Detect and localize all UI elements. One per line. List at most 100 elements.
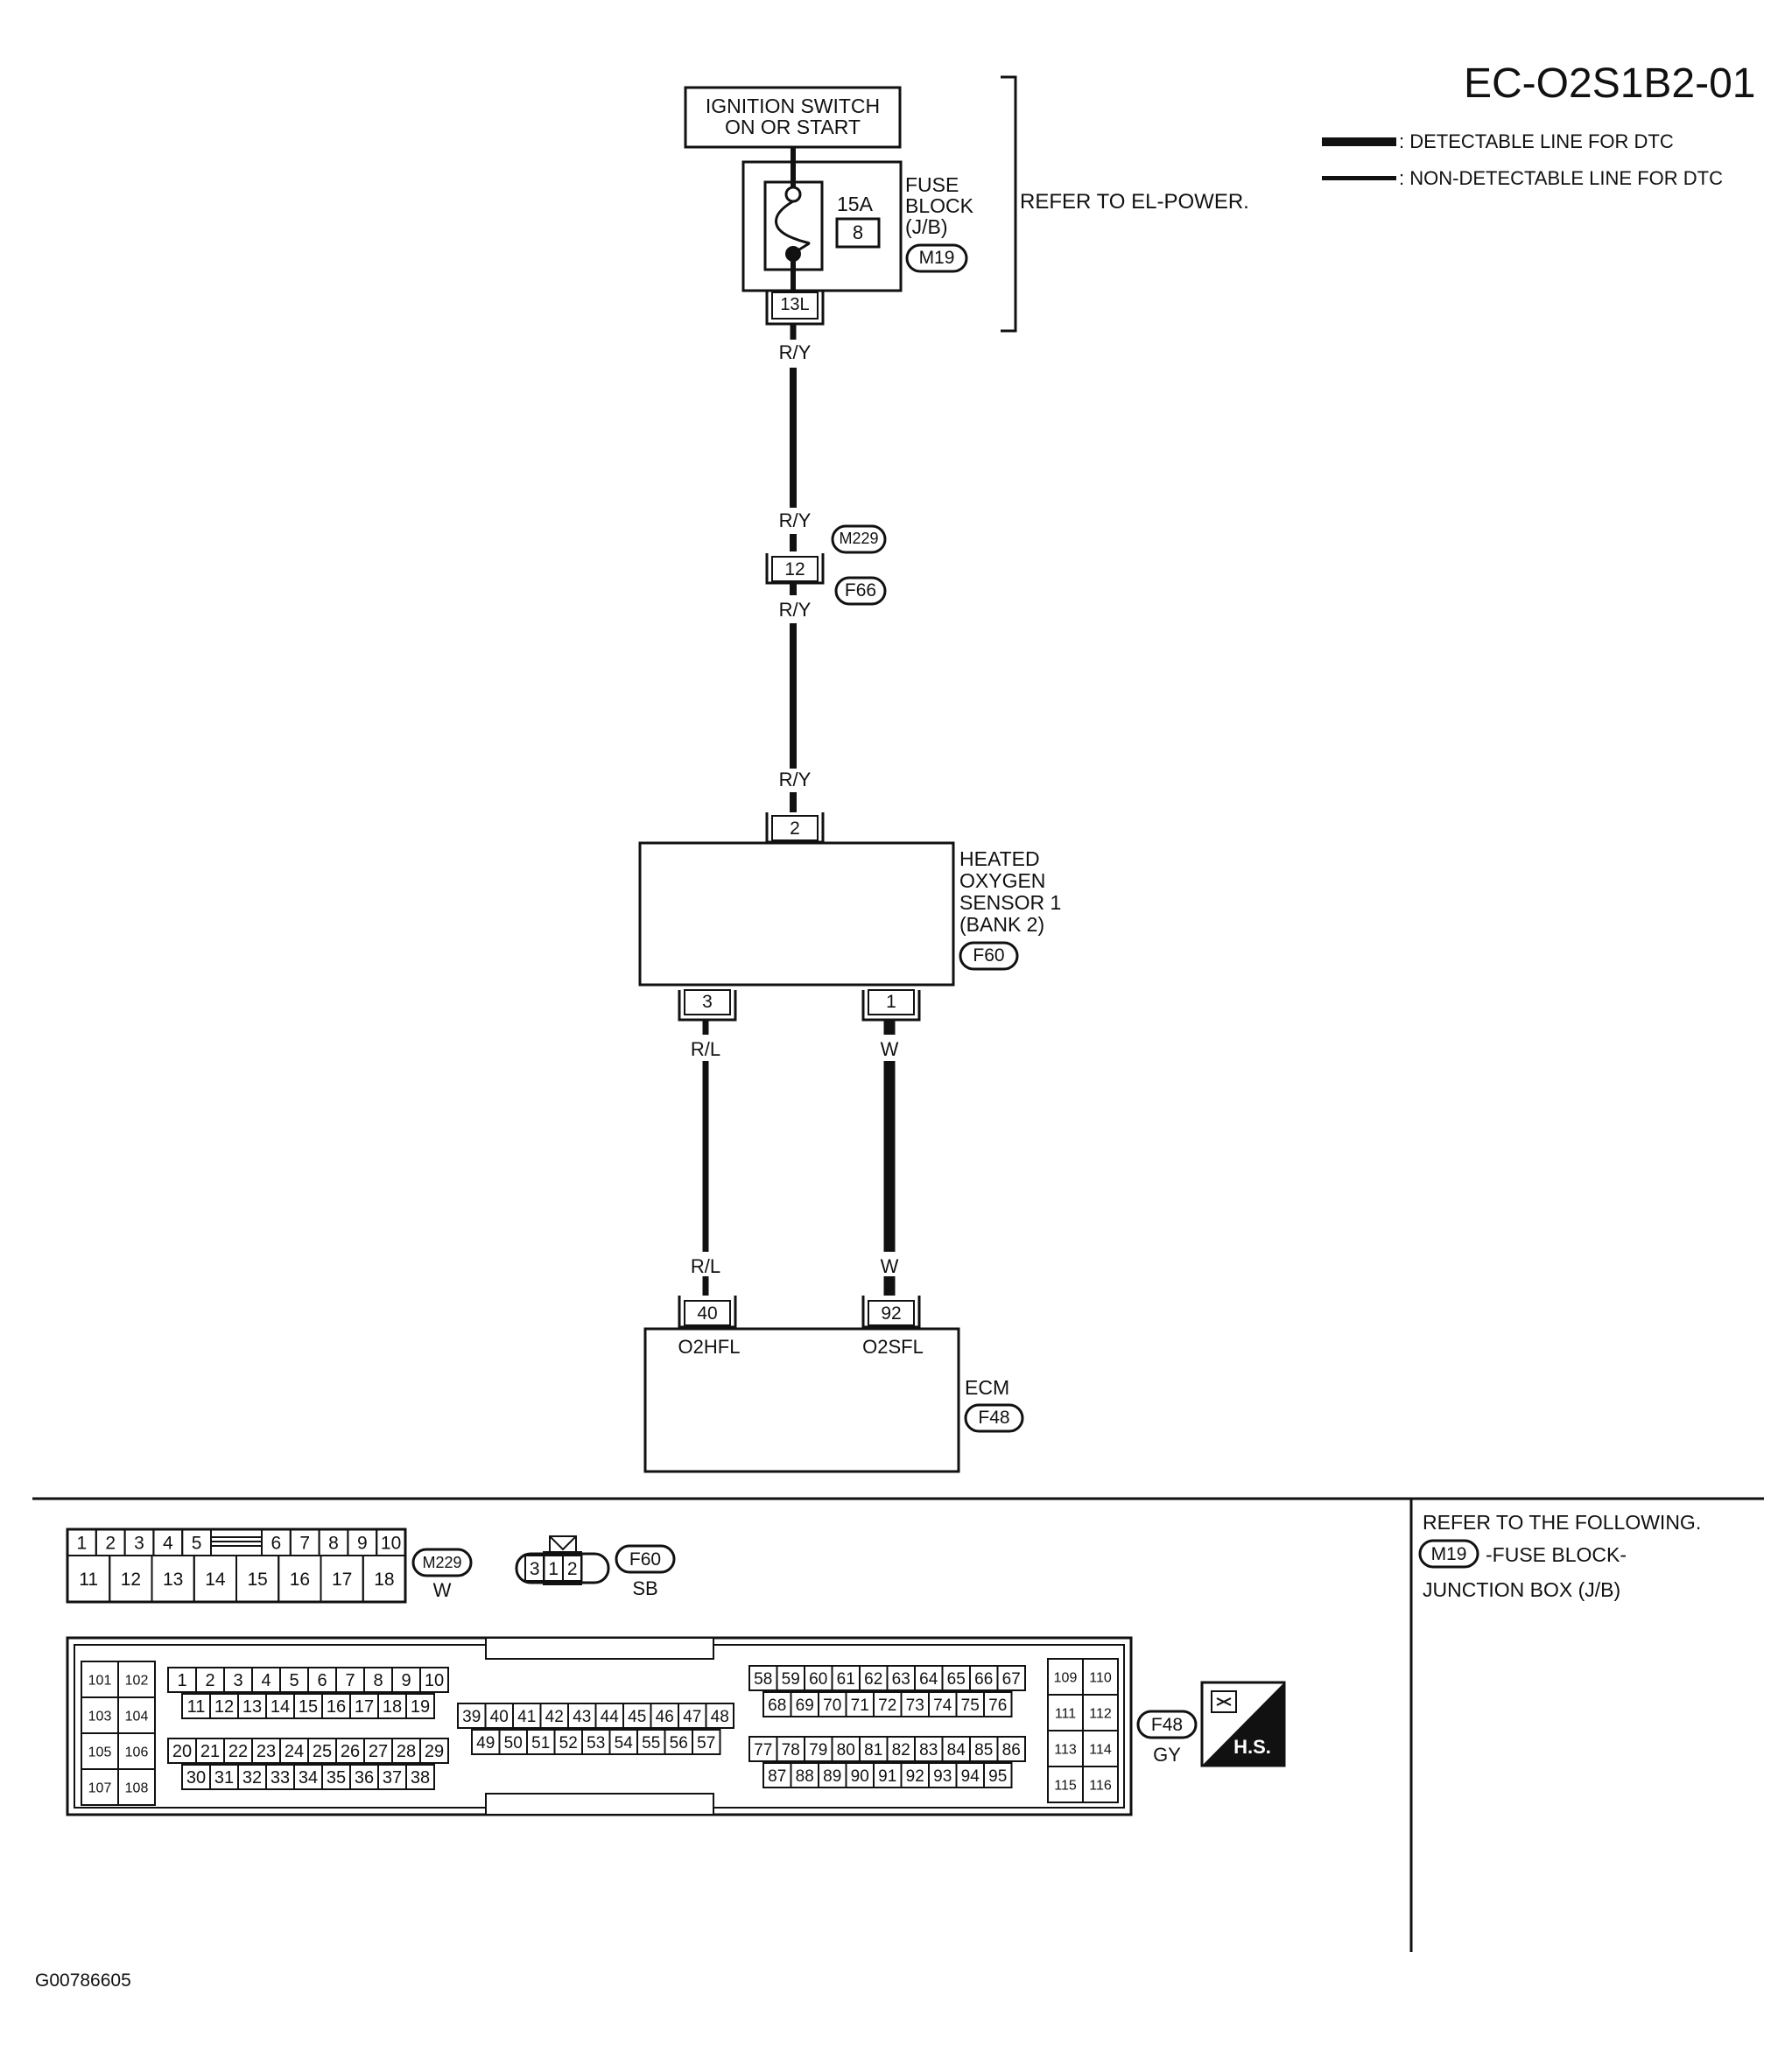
f48-view-id: F48 (1150, 1715, 1184, 1735)
f48-pin-31-label: 31 (214, 1768, 234, 1788)
sensor-label-4: (BANK 2) (959, 913, 1045, 936)
f48-pin-50-label: 50 (504, 1734, 523, 1752)
f48-pin-37-label: 37 (383, 1768, 402, 1788)
f48-pin-91-label: 91 (878, 1767, 896, 1786)
f48-pin-27-label: 27 (369, 1742, 388, 1761)
f48-pin-105-label: 105 (88, 1745, 112, 1760)
m229-pin-7-label: 7 (299, 1534, 310, 1554)
f48-pin-8-label: 8 (373, 1671, 383, 1690)
f48-pin-10-cell (419, 1667, 449, 1693)
fuse-block-connector: M19 (918, 248, 955, 268)
f48-pin-20-label: 20 (172, 1742, 192, 1761)
m229-pin-17-label: 17 (332, 1570, 352, 1590)
legend-non-detectable-label: : NON-DETECTABLE LINE FOR DTC (1399, 167, 1723, 189)
m229-pin-3-label: 3 (134, 1534, 144, 1554)
fuse-rating: 15A (837, 193, 873, 215)
f48-pin-90-label: 90 (851, 1767, 869, 1786)
m229-pin-18-label: 18 (374, 1570, 394, 1590)
f48-pin-75-label: 75 (961, 1696, 980, 1715)
sensor-terminal-2-box (771, 815, 819, 841)
m229-pin-9-label: 9 (357, 1534, 368, 1554)
f48-pin-71-label: 71 (851, 1696, 869, 1715)
f48-pin-45-label: 45 (628, 1708, 646, 1726)
m229-pin-1-label: 1 (77, 1534, 88, 1554)
joint-connector-lower: F66 (844, 580, 877, 601)
f48-pin-106-label: 106 (125, 1745, 149, 1760)
f66-oval (834, 576, 887, 606)
f48-pin-83-label: 83 (919, 1741, 938, 1760)
f48-pin-1-label: 1 (177, 1671, 186, 1690)
f48-pin-61-label: 61 (837, 1670, 855, 1689)
f48-pin-62-label: 62 (864, 1670, 882, 1689)
f48-pin-3-label: 3 (233, 1671, 242, 1690)
m229-pin-10-label: 10 (381, 1534, 401, 1554)
ecm-box (643, 1327, 960, 1473)
f48-pin-7-label: 7 (345, 1671, 355, 1690)
ecm-terminal-92-box (868, 1300, 915, 1326)
f48-pin-33-label: 33 (271, 1768, 290, 1788)
m229-pin-4-label: 4 (163, 1534, 173, 1554)
f48-pin-39-label: 39 (462, 1708, 481, 1726)
terminal-13l-box (771, 291, 819, 320)
ignition-switch-line1: IGNITION SWITCH (705, 95, 881, 117)
f48-pin-108-cell (117, 1768, 156, 1806)
f48-pin-112-label: 112 (1089, 1706, 1112, 1721)
m229-view-id: M229 (422, 1554, 462, 1571)
sensor-terminal-3-box (684, 989, 731, 1015)
f48-pin-95-label: 95 (988, 1767, 1007, 1786)
fuse-block-label-2: BLOCK (905, 194, 973, 217)
m229-pin-5-label: 5 (192, 1534, 202, 1554)
power-bracket (1001, 75, 1017, 333)
ecm-terminal-40: 40 (697, 1303, 718, 1324)
f48-pin-48-cell (705, 1703, 734, 1729)
f48-pin-67-label: 67 (1002, 1670, 1021, 1689)
f48-pin-13-label: 13 (242, 1697, 262, 1717)
m229-pin-18-cell (362, 1555, 406, 1603)
f48-pin-111-label: 111 (1055, 1706, 1076, 1721)
wire-color-ry-1: R/Y (778, 341, 812, 363)
f48-pin-18-label: 18 (383, 1697, 402, 1717)
f48-pin-42-label: 42 (545, 1708, 564, 1726)
f48-pin-77-label: 77 (754, 1741, 772, 1760)
f48-pin-38-cell (405, 1764, 435, 1790)
f48-pin-29-cell (419, 1738, 449, 1764)
f48-pin-12-label: 12 (214, 1697, 234, 1717)
f48-pin-35-label: 35 (327, 1768, 346, 1788)
f48-pin-58-label: 58 (754, 1670, 772, 1689)
hs-badge-text: H.S. (1233, 1736, 1271, 1758)
f48-pin-28-label: 28 (397, 1742, 416, 1761)
f48-pin-57-cell (692, 1729, 721, 1755)
f48-pin-103-label: 103 (88, 1709, 112, 1724)
f48-pin-109-label: 109 (1054, 1670, 1078, 1685)
m229-oval (831, 524, 887, 554)
f48-pin-88-label: 88 (796, 1767, 814, 1786)
f48-pin-65-label: 65 (947, 1670, 966, 1689)
f60-oval (959, 941, 1019, 971)
sensor-label-2: OXYGEN (959, 869, 1046, 892)
f48-pin-23-label: 23 (257, 1742, 276, 1761)
f48-pin-89-label: 89 (823, 1767, 841, 1786)
f48-pin-84-label: 84 (947, 1741, 966, 1760)
f48-pin-70-label: 70 (823, 1696, 841, 1715)
f48-pin-49-label: 49 (476, 1734, 495, 1752)
sensor-label-1: HEATED (959, 847, 1040, 870)
f48-pin-68-label: 68 (768, 1696, 786, 1715)
f48-oval (964, 1403, 1024, 1433)
f48-pin-21-label: 21 (200, 1742, 220, 1761)
refer-el-power: REFER TO EL-POWER. (1020, 190, 1249, 214)
f48-pin-102-label: 102 (125, 1673, 149, 1688)
f48-pin-66-label: 66 (974, 1670, 993, 1689)
f48-pin-56-label: 56 (670, 1734, 688, 1752)
fuse-block-label-1: FUSE (905, 173, 959, 196)
m229-pin-15-label: 15 (247, 1570, 267, 1590)
f60-pin-2-cell (562, 1555, 583, 1582)
m229-pin-13-label: 13 (163, 1570, 183, 1590)
f48-pin-81-label: 81 (864, 1741, 882, 1760)
joint-terminal-12: 12 (784, 559, 805, 579)
f48-pin-95-cell (983, 1762, 1013, 1788)
wire-color-ry-2: R/Y (778, 509, 812, 531)
m229-pin-6-label: 6 (271, 1534, 282, 1554)
f48-pin-22-label: 22 (228, 1742, 248, 1761)
